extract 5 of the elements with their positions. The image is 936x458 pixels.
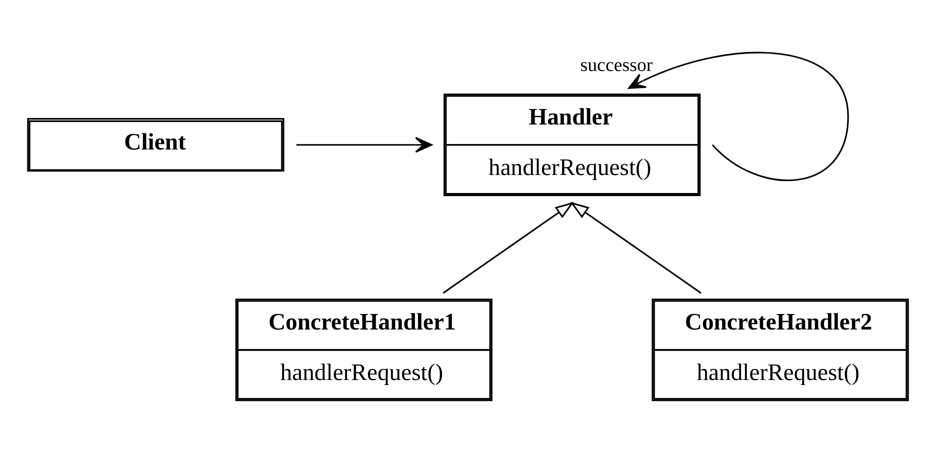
arrow: [570, 201, 702, 294]
arrow: [628, 51, 849, 180]
arrow: [296, 136, 432, 152]
edge-label: successor: [580, 54, 653, 76]
arrow: [442, 201, 574, 294]
